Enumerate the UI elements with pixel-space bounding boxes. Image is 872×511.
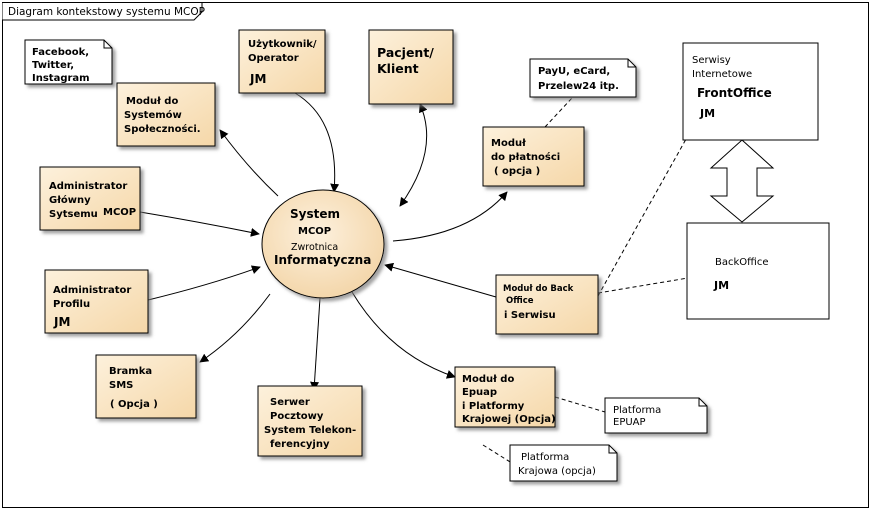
connector-to-mail-server: [310, 297, 321, 391]
note-national-line-2: Krajowa (opcja): [518, 466, 596, 477]
note-payment-line-1: PayU, eCard,: [538, 66, 610, 77]
box-sms-gateway: Bramka SMS ( Opcja ): [95, 354, 197, 419]
system-line-4: Informatyczna: [274, 253, 371, 267]
note-payment: PayU, eCard, Przelew24 itp.: [529, 58, 637, 98]
backoffice-box: [686, 222, 830, 320]
connector-patient-system: [399, 103, 428, 207]
backoffice-line-1: BackOffice: [715, 257, 768, 268]
link-epuap-note: [554, 396, 606, 413]
admin-profile-line-1: Administrator: [53, 285, 131, 296]
diagram-title: Diagram kontekstowy systemu MCOP: [8, 6, 205, 18]
connector-to-payment-module: [392, 191, 508, 242]
frontoffice-box: [682, 42, 819, 141]
connector-admin-main-to-system: [139, 211, 260, 237]
frontoffice-line-3: FrontOffice: [697, 86, 772, 100]
mail-line-2: Pocztowy: [270, 411, 324, 422]
connector-to-epuap-module: [351, 291, 456, 379]
sms-line-1: Bramka: [109, 366, 152, 377]
box-patient-client: Pacjent/ Klient: [368, 29, 454, 105]
frontoffice-line-2: Internetowe: [692, 69, 752, 80]
backoffice-module-line-1: Moduł do Back: [503, 284, 574, 294]
admin-main-line-3b: MCOP: [103, 207, 136, 218]
frontoffice-backoffice-double-arrow: [709, 139, 775, 223]
connector-to-social-module: [219, 129, 279, 197]
connector-admin-profile-to-system: [147, 265, 261, 301]
mail-line-3: System Telekon-: [264, 425, 356, 436]
frontoffice-line-1: Serwisy: [692, 55, 731, 66]
user-line-3: JM: [249, 72, 266, 86]
backoffice-line-2: JM: [713, 279, 729, 292]
system-line-2: MCOP: [298, 226, 331, 237]
box-admin-profile: Administrator Profilu JM: [44, 269, 149, 334]
box-social-module: Moduł do Systemów Społeczności.: [116, 82, 216, 147]
note-social: Facebook, Twitter, Instagram: [24, 39, 113, 85]
admin-profile-line-3: JM: [53, 315, 70, 329]
backoffice-module-line-2: Office: [506, 296, 534, 306]
epuap-line-2: Epuap: [462, 387, 497, 398]
link-payment-note: [544, 97, 573, 128]
epuap-line-4: Krajowej (Opcja): [462, 414, 556, 425]
mail-line-1: Serwer: [270, 397, 310, 408]
link-backoffice: [597, 277, 689, 294]
connectors: [139, 92, 508, 391]
note-social-line-3: Instagram: [32, 73, 90, 84]
frontoffice-line-4: JM: [699, 107, 715, 120]
admin-main-line-2: Główny: [49, 194, 91, 206]
patient-line-1: Pacjent/: [377, 45, 434, 60]
system-line-3: Zwrotnica: [291, 242, 338, 253]
title-tab: [2, 2, 203, 21]
social-module-line-1: Moduł do: [126, 96, 178, 107]
connector-user-to-system: [294, 92, 340, 193]
note-social-line-2: Twitter,: [32, 60, 74, 71]
system-line-1: System: [290, 207, 340, 221]
patient-line-2: Klient: [377, 61, 419, 76]
system-ellipse: System MCOP Zwrotnica Informatyczna: [261, 189, 385, 299]
box-mail-server: Serwer Pocztowy System Telekon- ferencyj…: [257, 385, 363, 457]
backoffice-module-line-3: i Serwisu: [504, 310, 556, 321]
link-frontoffice: [597, 131, 691, 297]
admin-profile-line-2: Profilu: [53, 299, 90, 310]
note-epuap: Platforma EPUAP: [604, 397, 708, 434]
payment-line-1: Moduł: [491, 138, 526, 149]
connector-backoffice-module-to-system: [384, 262, 497, 298]
payment-line-2: do płatności: [491, 151, 560, 163]
box-admin-main: Administrator Główny Sytsemu MCOP: [39, 166, 141, 231]
connector-to-sms-gateway: [199, 293, 271, 363]
box-epuap-module: Moduł do Epuap i Platformy Krajowej (Opc…: [454, 366, 556, 428]
epuap-line-1: Moduł do: [462, 374, 514, 385]
note-epuap-line-1: Platforma: [613, 405, 661, 416]
payment-line-3: ( opcja ): [494, 166, 540, 177]
user-line-2: Operator: [248, 53, 299, 64]
note-social-line-1: Facebook,: [32, 47, 89, 58]
admin-main-line-1: Administrator: [49, 181, 127, 192]
note-payment-line-2: Przelew24 itp.: [538, 81, 619, 92]
sms-line-3: ( Opcja ): [110, 399, 158, 410]
note-national: Platforma Krajowa (opcja): [509, 444, 618, 482]
mail-line-4: ferencyjny: [270, 439, 330, 450]
social-module-line-3: Społeczności.: [124, 123, 201, 135]
note-national-line-1: Platforma: [521, 452, 569, 463]
user-line-1: Użytkownik/: [248, 39, 317, 50]
box-backoffice-module: Moduł do Back Office i Serwisu: [495, 274, 599, 335]
box-user-operator: Użytkownik/ Operator JM: [238, 29, 326, 94]
social-module-line-2: Systemów: [124, 109, 182, 121]
admin-main-line-3: Sytsemu: [49, 209, 98, 220]
epuap-line-3: i Platformy: [462, 401, 525, 412]
sms-line-2: SMS: [109, 380, 133, 391]
box-payment-module: Moduł do płatności ( opcja ): [482, 126, 585, 187]
note-epuap-line-2: EPUAP: [613, 417, 646, 428]
